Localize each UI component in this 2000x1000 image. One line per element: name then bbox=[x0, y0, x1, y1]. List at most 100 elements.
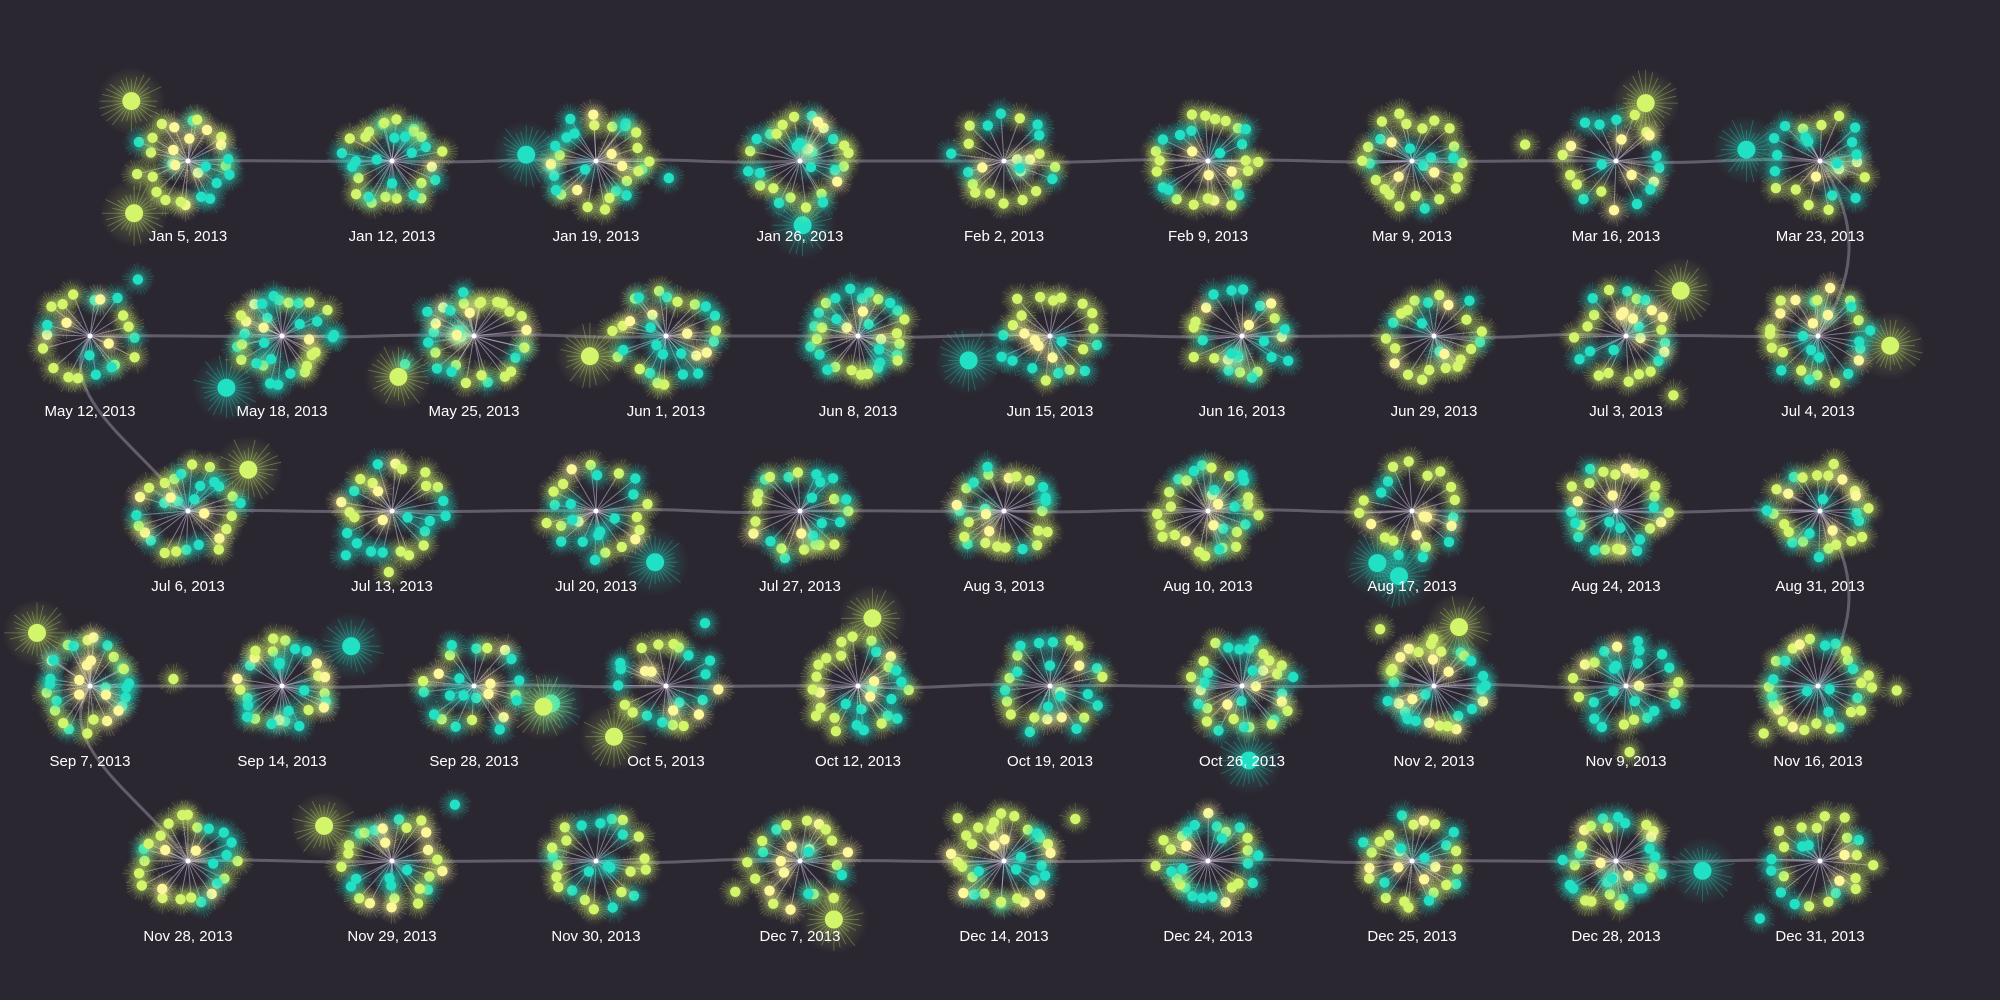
starburst-glow-dot-icon bbox=[363, 126, 375, 137]
spoke-line bbox=[595, 160, 610, 199]
starburst-glow-dot-icon bbox=[389, 132, 400, 143]
starburst-glow-dot-icon bbox=[1049, 161, 1061, 173]
starburst-glow-dot-icon bbox=[773, 197, 785, 209]
starburst-glow-dot-icon bbox=[408, 189, 419, 201]
starburst-glow-dot-icon bbox=[663, 172, 674, 184]
starburst-glow-dot-icon bbox=[391, 114, 402, 125]
starburst-glow-dot-icon bbox=[416, 131, 427, 143]
starburst-glow-dot-icon bbox=[771, 128, 782, 139]
starburst-glow-dot-icon bbox=[160, 194, 171, 206]
starburst-glow-dot-icon bbox=[420, 141, 431, 153]
starburst-glow-dot-icon bbox=[751, 133, 762, 145]
starburst-glow-dot-icon bbox=[963, 167, 974, 178]
cluster-center bbox=[1001, 158, 1007, 164]
starburst-glow-dot-icon bbox=[350, 189, 362, 200]
starburst-glow-dot-icon bbox=[818, 122, 829, 134]
starburst-glow-dot-icon bbox=[644, 156, 655, 167]
starburst-glow-dot-icon bbox=[588, 109, 599, 120]
starburst-glow-dot-icon bbox=[168, 144, 179, 156]
spoke-line bbox=[1162, 160, 1209, 188]
starburst-glow-dot-icon bbox=[572, 184, 583, 196]
cluster-center bbox=[593, 158, 599, 164]
starburst-glow-dot-icon bbox=[550, 140, 561, 152]
starburst-glow-dot-icon bbox=[350, 156, 361, 167]
starburst-glow-dot-icon bbox=[621, 175, 633, 187]
week-cluster[interactable] bbox=[934, 96, 1073, 221]
starburst-glow-dot-icon bbox=[200, 161, 211, 172]
starburst-glow-dot-icon bbox=[579, 164, 591, 175]
starburst-glow-dot-icon bbox=[1014, 163, 1026, 174]
starburst-glow-dot-icon bbox=[549, 170, 560, 182]
cluster-center bbox=[797, 158, 803, 164]
starburst-glow-dot-icon bbox=[964, 120, 975, 131]
starburst-glow-dot-icon bbox=[391, 193, 402, 204]
starburst-glow-dot-icon bbox=[1150, 146, 1162, 157]
starburst-glow-dot-icon bbox=[982, 120, 993, 131]
starburst-glow-dot-icon bbox=[745, 145, 756, 157]
starburst-glow-dot-icon bbox=[550, 184, 562, 196]
starburst-glow-dot-icon bbox=[963, 138, 974, 149]
starburst-glow-dot-icon bbox=[607, 121, 618, 132]
starburst-glow-dot-icon bbox=[517, 145, 536, 164]
starburst-glow-dot-icon bbox=[1047, 173, 1058, 185]
starburst-glow-dot-icon bbox=[1154, 155, 1165, 166]
starburst-glow-dot-icon bbox=[437, 146, 448, 157]
week-cluster[interactable] bbox=[97, 67, 247, 248]
starburst-glow-dot-icon bbox=[967, 178, 978, 190]
starburst-glow-dot-icon bbox=[803, 143, 814, 154]
starburst-glow-dot-icon bbox=[633, 166, 644, 177]
starburst-glow-dot-icon bbox=[131, 168, 143, 180]
starburst-glow-dot-icon bbox=[569, 128, 580, 139]
starburst-glow-dot-icon bbox=[1171, 194, 1182, 205]
starburst-glow-dot-icon bbox=[175, 196, 186, 207]
starburst-glow-dot-icon bbox=[794, 137, 805, 149]
starburst-glow-dot-icon bbox=[805, 161, 817, 173]
starburst-glow-dot-icon bbox=[768, 183, 779, 194]
starburst-glow-dot-icon bbox=[1234, 189, 1245, 201]
starburst-glow-dot-icon bbox=[1202, 193, 1214, 204]
starburst-glow-dot-icon bbox=[1034, 130, 1045, 141]
starburst-glow-dot-icon bbox=[145, 147, 157, 158]
starburst-glow-dot-icon bbox=[1034, 148, 1045, 159]
starburst-glow-dot-icon bbox=[998, 198, 1009, 209]
starburst-glow-dot-icon bbox=[223, 153, 234, 165]
starburst-glow-dot-icon bbox=[832, 176, 843, 187]
cluster-center bbox=[185, 158, 191, 164]
week-cluster[interactable] bbox=[1138, 97, 1276, 223]
starburst-glow-dot-icon bbox=[977, 162, 988, 173]
starburst-glow-dot-icon bbox=[363, 191, 374, 203]
cluster-center bbox=[389, 158, 395, 164]
starburst-glow-dot-icon bbox=[621, 190, 632, 201]
starburst-glow-dot-icon bbox=[192, 114, 203, 125]
starburst-glow-dot-icon bbox=[604, 192, 615, 204]
starburst-glow-dot-icon bbox=[169, 122, 180, 133]
week-cluster[interactable] bbox=[492, 97, 686, 227]
starburst-glow-dot-icon bbox=[1151, 166, 1163, 177]
spoke-line bbox=[1207, 160, 1246, 162]
starburst-glow-dot-icon bbox=[371, 154, 382, 165]
starburst-glow-dot-icon bbox=[565, 113, 576, 125]
starburst-glow-dot-icon bbox=[1157, 182, 1169, 193]
starburst-glow-dot-icon bbox=[616, 160, 628, 172]
starburst-glow-dot-icon bbox=[800, 202, 812, 213]
starburst-glow-dot-icon bbox=[406, 147, 417, 158]
starburst-glow-dot-icon bbox=[215, 139, 227, 151]
starburst-glow-dot-icon bbox=[828, 133, 839, 145]
starburst-glow-dot-icon bbox=[211, 177, 222, 189]
starburst-glow-dot-icon bbox=[946, 148, 957, 159]
starburst-glow-dot-icon bbox=[754, 167, 766, 179]
starburst-glow-dot-icon bbox=[984, 188, 996, 199]
starburst-glow-dot-icon bbox=[1014, 113, 1025, 124]
starburst-glow-dot-icon bbox=[599, 204, 611, 215]
starburst-glow-dot-icon bbox=[1032, 119, 1043, 130]
starburst-glow-dot-icon bbox=[843, 147, 854, 159]
starburst-glow-dot-icon bbox=[147, 132, 158, 143]
starburst-glow-dot-icon bbox=[379, 117, 390, 129]
starburst-glow-dot-icon bbox=[829, 164, 841, 176]
spoke-line bbox=[969, 125, 1005, 162]
starburst-glow-dot-icon bbox=[754, 180, 766, 191]
starburst-glow-dot-icon bbox=[817, 197, 829, 208]
starburst-glow-dot-icon bbox=[788, 111, 800, 123]
starburst-glow-dot-icon bbox=[1017, 194, 1028, 206]
starburst-glow-dot-icon bbox=[777, 119, 788, 130]
